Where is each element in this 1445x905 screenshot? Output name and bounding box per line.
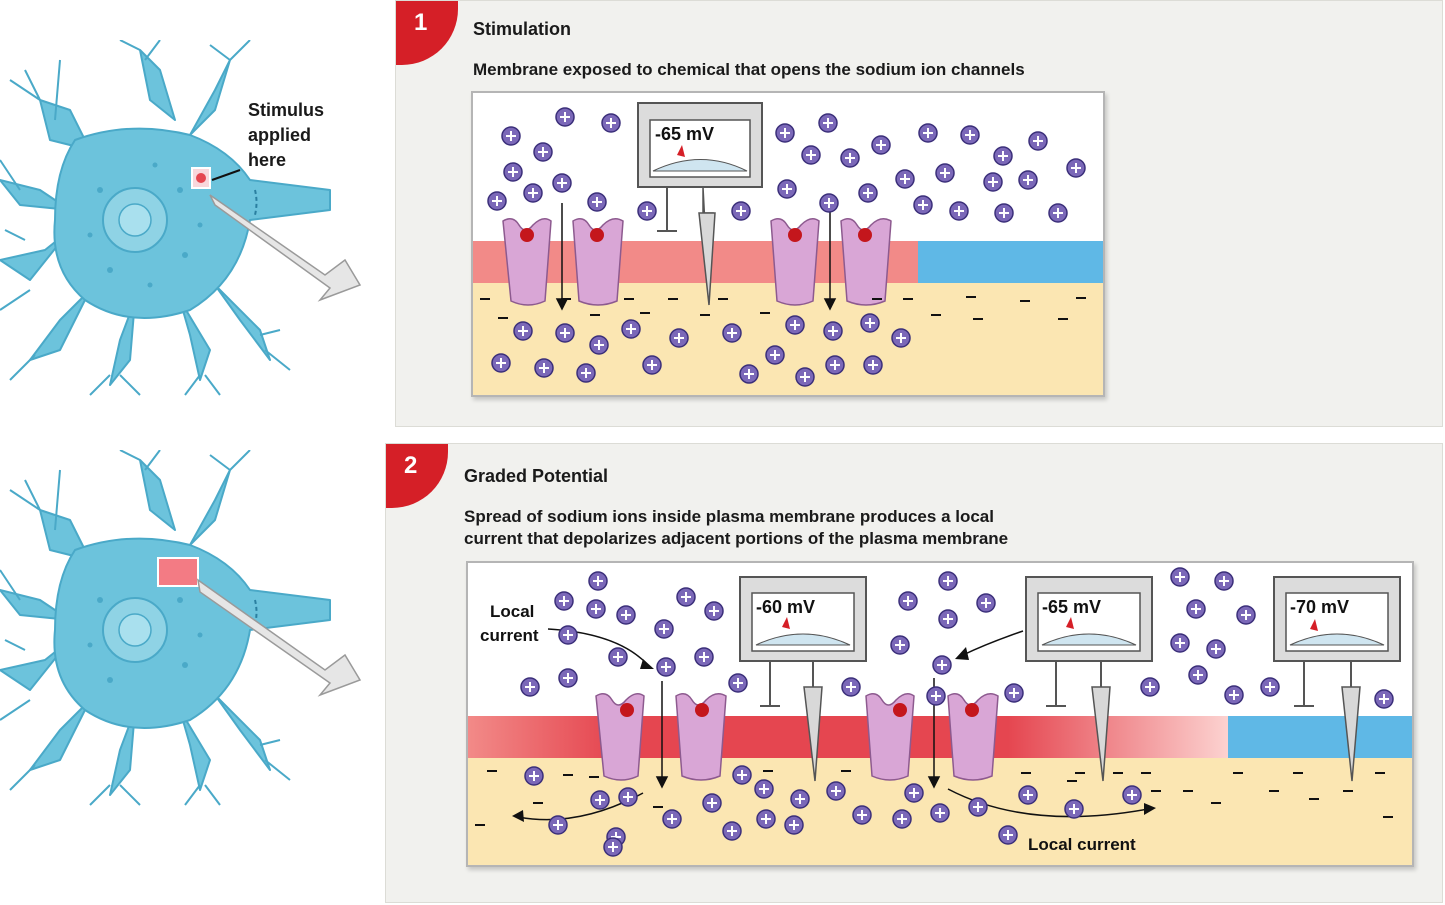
neuron-illustration-graded [0,450,380,810]
stimulation-title: Stimulation [473,19,571,39]
graded-potential-description: Spread of sodium ions inside plasma memb… [464,506,1008,550]
stimulus-label-line-3: here [248,150,287,170]
stimulus-label: Stimulus applied here [248,98,324,173]
voltmeter-icon: -65 mV [637,102,763,306]
step-badge-1: 1 [396,1,458,65]
membrane-diagram-2-svg: -60 mV -65 mV -7 [468,567,1412,865]
stimulus-label-line-1: Stimulus [248,100,325,120]
step-number-2: 2 [404,452,418,479]
voltmeter-icon: -70 mV [1273,576,1401,782]
meter-reading-1: -65 mV [655,124,714,144]
local-current-label-left-line-1: Local [490,602,534,621]
step-number-1: 1 [414,9,428,36]
neuron-illustration-stimulus: Stimulus applied here [0,40,380,400]
voltmeter-icon: -65 mV [1025,576,1153,782]
meter-reading-2a: -60 mV [756,597,815,617]
stimulation-panel: 1 Stimulation Membrane exposed to chemic… [395,0,1443,427]
local-current-label-bottom: Local current [1028,835,1136,854]
stimulus-label-line-2: applied [248,125,312,145]
membrane-diagram-1: -65 mV [471,91,1105,397]
voltmeter-icon: -60 mV [739,576,867,782]
meter-reading-2b: -65 mV [1042,597,1101,617]
graded-description-line-2: current that depolarizes adjacent portio… [464,529,1009,548]
graded-potential-panel: 2 Graded Potential Spread of sodium ions… [385,443,1443,903]
graded-potential-title: Graded Potential [464,466,609,486]
local-current-label-left-line-2: current [480,626,539,645]
graded-description-line-1: Spread of sodium ions inside plasma memb… [464,507,994,526]
meter-reading-2c: -70 mV [1290,597,1349,617]
neuron-1-svg [0,40,362,396]
membrane-diagram-2: -60 mV -65 mV -7 [466,561,1414,867]
membrane-diagram-1-svg: -65 mV [473,102,1103,395]
neuron-2-svg [0,450,362,806]
step-badge-2: 2 [386,444,448,508]
stimulation-description: Membrane exposed to chemical that opens … [473,60,1025,79]
